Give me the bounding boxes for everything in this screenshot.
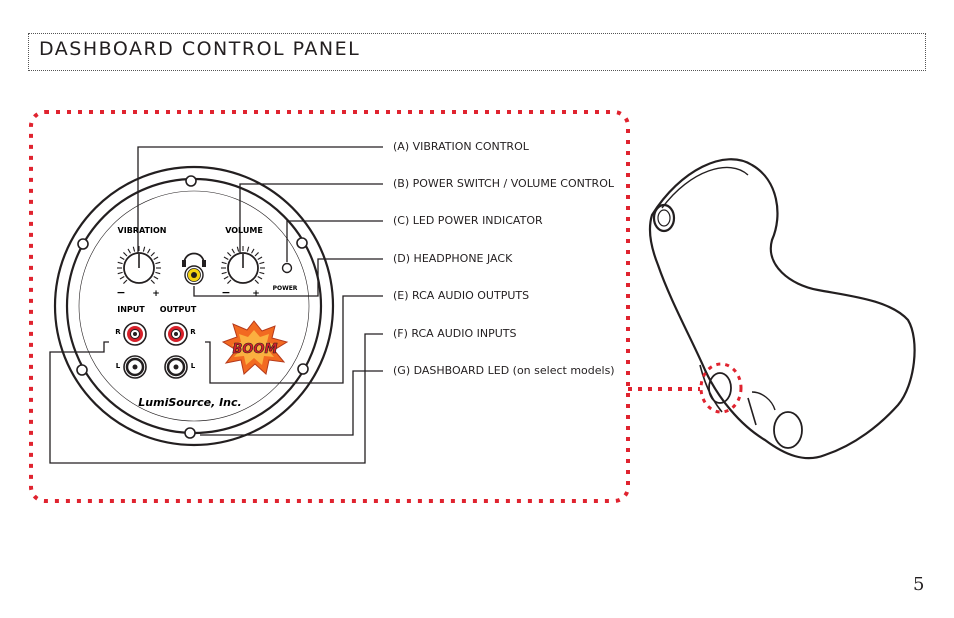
screw-left (77, 238, 89, 250)
power-led (281, 262, 293, 274)
knob-tick (153, 256, 159, 260)
callout-c-led-power-indicator: (C) LED POWER INDICATOR (393, 214, 543, 227)
knob-tick (223, 276, 229, 280)
dashboard-led-marker (708, 372, 732, 404)
output-right-label: R (190, 328, 196, 336)
knob-tick (155, 271, 161, 275)
screw-bottom (184, 427, 196, 439)
panel-bezel (53, 165, 335, 447)
output-label: OUTPUT (160, 305, 197, 314)
leader-b (239, 183, 383, 255)
knob-tick (227, 279, 232, 284)
rca-output-right (164, 322, 188, 346)
knob-tick (236, 246, 240, 252)
section-header: DASHBOARD CONTROL PANEL (28, 33, 926, 71)
leader-d (193, 258, 383, 297)
rca-input-left (123, 355, 147, 379)
knob-tick (142, 246, 146, 252)
screw-bottom-left (76, 364, 88, 376)
brand-logo: LumiSource, Inc. (138, 396, 241, 409)
knob-tick (259, 271, 265, 275)
knob-tick (150, 279, 155, 284)
knob-tick (150, 252, 155, 257)
knob-tick (254, 252, 259, 257)
headphone-icon (183, 252, 205, 265)
knob-tick (147, 248, 151, 254)
callout-a-vibration-control: (A) VIBRATION CONTROL (393, 140, 529, 153)
knob-tick (119, 256, 125, 260)
knob-tick (246, 246, 250, 252)
headphone-jack (182, 252, 206, 285)
knob-tick (257, 256, 263, 260)
callout-e-rca-audio-outputs: (E) RCA AUDIO OUTPUTS (393, 289, 530, 302)
screw-right (296, 237, 308, 249)
screw-bottom-right (297, 363, 309, 375)
leader-e (205, 295, 383, 384)
leader-a (137, 146, 383, 255)
page-number: 5 (913, 574, 925, 595)
vibration-minus: − (116, 286, 125, 299)
leader-f (49, 333, 383, 464)
volume-minus: − (221, 286, 230, 299)
knob-tick (127, 248, 131, 254)
rca-input-right (123, 322, 147, 346)
knob-tick (117, 261, 123, 265)
knob-tick (259, 261, 265, 265)
input-right-label: R (115, 328, 121, 336)
knob-tick (251, 248, 255, 254)
gaming-chair-illustration (648, 158, 916, 460)
vibration-knob: − + (116, 246, 161, 299)
volume-label: VOLUME (225, 226, 263, 235)
boom-text: BOOM (233, 342, 278, 357)
knob-tick (153, 276, 159, 280)
leader-g (200, 370, 383, 436)
knob-tick (257, 276, 263, 280)
callout-d-headphone-jack: (D) HEADPHONE JACK (393, 252, 513, 265)
knob-tick (221, 271, 227, 275)
knob-tick (155, 261, 161, 265)
page-title: DASHBOARD CONTROL PANEL (39, 38, 361, 60)
highlight-box (29, 110, 630, 503)
vibration-label: VIBRATION (118, 226, 167, 235)
output-left-label: L (191, 362, 196, 370)
volume-knob: − + (221, 246, 265, 299)
knob-tick (119, 276, 125, 280)
chair-callout-circle (699, 362, 743, 414)
callout-g-dashboard-led: (G) DASHBOARD LED (on select models) (393, 364, 615, 377)
input-label: INPUT (117, 305, 145, 314)
knob-tick (123, 279, 128, 284)
knob-tick (221, 261, 227, 265)
knob-tick (231, 248, 235, 254)
callout-b-power-volume-control: (B) POWER SWITCH / VOLUME CONTROL (393, 177, 614, 190)
screw-top (185, 175, 197, 187)
volume-plus: + (252, 289, 260, 299)
knob-tick (223, 256, 229, 260)
vibration-plus: + (152, 289, 160, 299)
knob-tick (254, 279, 259, 284)
knob-tick (117, 271, 123, 275)
knob-tick (123, 252, 128, 257)
input-left-label: L (116, 362, 121, 370)
knob-tick (227, 252, 232, 257)
knob-tick (132, 246, 136, 252)
callout-lines (49, 146, 383, 464)
callout-f-rca-audio-inputs: (F) RCA AUDIO INPUTS (393, 327, 517, 340)
power-label: POWER (273, 285, 298, 292)
boom-logo: BOOM (221, 320, 289, 375)
rca-output-left (164, 355, 188, 379)
